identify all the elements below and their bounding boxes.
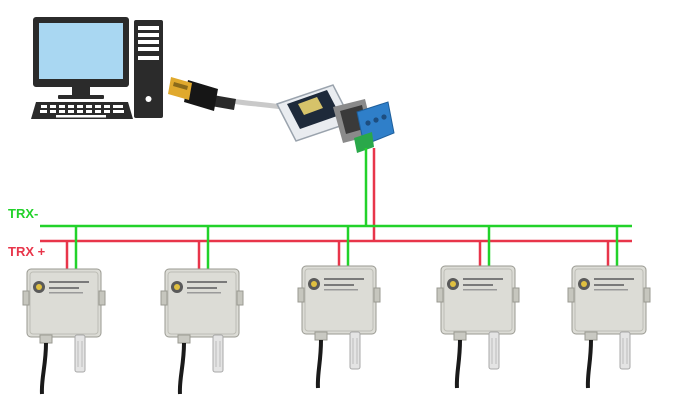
sensor-module-5	[567, 226, 651, 389]
sensor-module-icon	[22, 268, 106, 395]
usb-to-rs485-converter-icon	[275, 84, 395, 153]
sensor-module-2	[160, 226, 244, 395]
sensor-module-icon	[567, 265, 651, 389]
trx-plus-label: TRX +	[8, 244, 46, 259]
sensor-module-icon	[297, 265, 381, 389]
sensor-module-1	[22, 226, 106, 395]
sensor-module-icon	[436, 265, 520, 389]
trx-minus-label: TRX-	[8, 206, 39, 221]
sensor-module-4	[436, 226, 520, 389]
desktop-computer-icon	[31, 17, 163, 119]
usb-plug-icon	[168, 77, 283, 111]
sensor-module-3	[297, 226, 381, 389]
sensor-module-icon	[160, 268, 244, 395]
